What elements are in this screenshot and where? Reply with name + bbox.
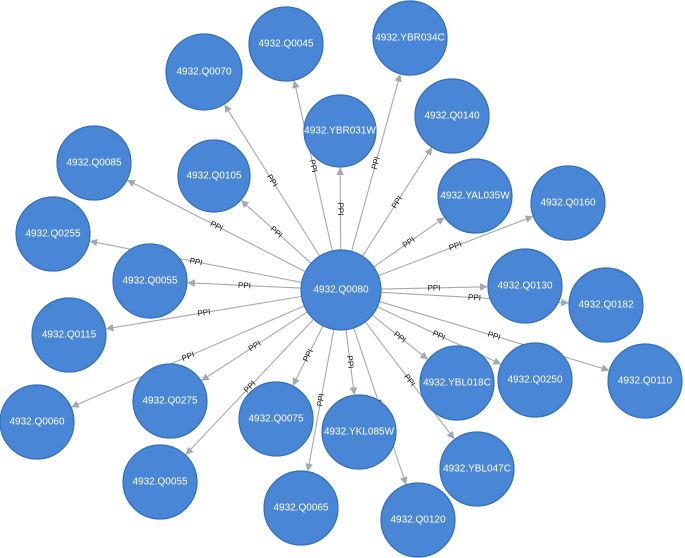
node-4932-q0115[interactable]: 4932.Q0115 <box>31 297 107 373</box>
edge-label: PPI <box>345 355 356 369</box>
node-4932-ybr031w[interactable]: 4932.YBR031W <box>303 94 377 168</box>
edge-4932-q0080-to-4932-ybl018c-19 <box>371 314 429 360</box>
node-circle[interactable] <box>177 139 251 213</box>
edge-4932-q0080-to-4932-q0160-8 <box>378 215 534 277</box>
edge-label: PPI <box>336 203 345 216</box>
edge-4932-q0080-to-4932-ybr031w-3 <box>336 167 345 251</box>
node-4932-q0060[interactable]: 4932.Q0060 <box>0 384 75 460</box>
edge-label: PPI <box>301 348 315 364</box>
edge-4932-q0080-to-4932-q0085-5 <box>127 179 306 273</box>
node-circle[interactable] <box>132 363 208 439</box>
node-circle[interactable] <box>122 444 198 520</box>
node-4932-q0055-b[interactable]: 4932.Q0055 <box>122 444 198 520</box>
node-circle[interactable] <box>303 94 377 168</box>
node-circle[interactable] <box>437 158 513 234</box>
node-circle[interactable] <box>414 78 490 154</box>
node-circle[interactable] <box>300 249 382 331</box>
node-4932-ybl047c[interactable]: 4932.YBL047C <box>439 431 515 507</box>
edge-4932-q0080-to-4932-q0045-0 <box>292 80 333 252</box>
edge-label: PPI <box>390 194 405 210</box>
edge-4932-q0080-to-4932-ykl085w-18 <box>345 329 358 396</box>
node-4932-q0160[interactable]: 4932.Q0160 <box>530 165 606 241</box>
edge-label: PPI <box>180 350 195 363</box>
node-4932-q0105[interactable]: 4932.Q0105 <box>177 139 251 213</box>
edge-label: PPI <box>238 281 251 291</box>
node-circle[interactable] <box>0 384 75 460</box>
node-circle[interactable] <box>56 125 132 201</box>
node-4932-ybr034c[interactable]: 4932.YBR034C <box>372 0 448 76</box>
edge-label: PPI <box>431 329 446 343</box>
edge-4932-q0080-to-4932-q0255-9 <box>89 238 302 283</box>
node-4932-q0085[interactable]: 4932.Q0085 <box>56 125 132 201</box>
node-4932-q0120[interactable]: 4932.Q0120 <box>380 482 456 558</box>
node-circle[interactable] <box>439 431 515 507</box>
node-circle[interactable] <box>238 381 314 457</box>
node-4932-q0070[interactable]: 4932.Q0070 <box>165 33 243 111</box>
edge-label: PPI <box>189 256 203 267</box>
node-circle[interactable] <box>112 243 188 319</box>
edge-4932-q0080-to-4932-q0065-23 <box>305 329 335 472</box>
edge-4932-q0080-to-4932-q0130-11 <box>380 283 488 291</box>
edge-4932-q0080-to-4932-q0055-22 <box>185 318 315 455</box>
node-circle[interactable] <box>372 0 448 76</box>
node-circle[interactable] <box>165 33 243 111</box>
edge-4932-q0080-to-4932-q0110-14 <box>379 300 610 372</box>
node-circle[interactable] <box>15 196 91 272</box>
edge-label: PPI <box>392 330 408 345</box>
edge-4932-q0080-to-4932-q0070-2 <box>224 104 321 257</box>
edge-4932-q0080-to-4932-q0140-4 <box>362 147 433 257</box>
node-circle[interactable] <box>568 267 644 343</box>
edge-4932-q0080-to-4932-ybr034c-1 <box>351 73 402 252</box>
node-circle[interactable] <box>530 165 606 241</box>
edge-4932-q0080-to-4932-yal035w-7 <box>373 217 445 268</box>
node-4932-q0140[interactable]: 4932.Q0140 <box>414 78 490 154</box>
node-circle[interactable] <box>321 394 397 470</box>
node-4932-q0075[interactable]: 4932.Q0075 <box>238 381 314 457</box>
edge-label: PPI <box>209 219 225 233</box>
hub-node-4932-q0080[interactable]: 4932.Q0080 <box>300 249 382 331</box>
node-4932-q0275[interactable]: 4932.Q0275 <box>132 363 208 439</box>
node-circle[interactable] <box>419 345 495 421</box>
node-circle[interactable] <box>607 343 683 419</box>
node-4932-q0055-a[interactable]: 4932.Q0055 <box>112 243 188 319</box>
edge-label: PPI <box>308 159 320 174</box>
edge-label: PPI <box>402 372 417 388</box>
edge-4932-q0080-to-4932-q0105-6 <box>240 200 312 264</box>
node-circle[interactable] <box>248 6 324 82</box>
node-4932-q0255[interactable]: 4932.Q0255 <box>15 196 91 272</box>
node-circle[interactable] <box>487 248 563 324</box>
edge-label: PPI <box>197 307 211 318</box>
edge-label: PPI <box>401 235 417 250</box>
edge-4932-q0080-to-4932-q0060-15 <box>71 305 305 408</box>
node-4932-q0065[interactable]: 4932.Q0065 <box>263 470 339 546</box>
edge-label: PPI <box>370 156 382 171</box>
node-4932-yal035w[interactable]: 4932.YAL035W <box>437 158 513 234</box>
node-circle[interactable] <box>380 482 456 558</box>
edge-label: PPI <box>487 330 502 342</box>
node-circle[interactable] <box>263 470 339 546</box>
edge-label: PPI <box>448 240 463 253</box>
node-4932-q0045[interactable]: 4932.Q0045 <box>248 6 324 82</box>
node-4932-q0250[interactable]: 4932.Q0250 <box>497 342 573 418</box>
edge-label: PPI <box>468 293 481 303</box>
node-4932-q0182[interactable]: 4932.Q0182 <box>568 267 644 343</box>
edge-4932-q0080-to-4932-q0055-10 <box>187 279 302 289</box>
edge-4932-q0080-to-4932-q0075-17 <box>292 325 324 386</box>
node-4932-ybl018c[interactable]: 4932.YBL018C <box>419 345 495 421</box>
edge-label: PPI <box>265 173 279 189</box>
edge-4932-q0080-to-4932-q0275-16 <box>201 311 308 381</box>
node-circle[interactable] <box>31 297 107 373</box>
node-4932-q0110[interactable]: 4932.Q0110 <box>607 343 683 419</box>
node-4932-ykl085w[interactable]: 4932.YKL085W <box>321 394 397 470</box>
edge-4932-q0080-to-4932-ybl047c-21 <box>364 321 455 440</box>
edge-label: PPI <box>315 393 326 407</box>
edge-label: PPI <box>247 339 263 354</box>
edge-label: PPI <box>427 283 440 292</box>
node-circle[interactable] <box>497 342 573 418</box>
edge-4932-q0080-to-4932-q0115-13 <box>105 295 302 332</box>
node-4932-q0130[interactable]: 4932.Q0130 <box>487 248 563 324</box>
